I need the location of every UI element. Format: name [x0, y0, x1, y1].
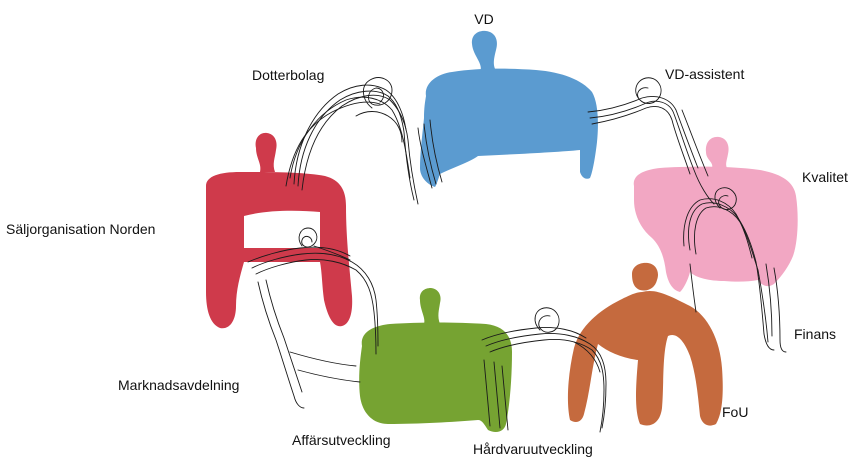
figure-saljorganisation	[206, 132, 353, 329]
label-marknadsavdelning: Marknadsavdelning	[118, 377, 239, 393]
figure-kvalitet-body	[633, 166, 798, 292]
label-affarsutveckling: Affärsutveckling	[292, 432, 391, 448]
figure-vd	[420, 30, 598, 187]
figure-affarsutveckling	[359, 288, 512, 432]
figure-affarsutveckling-body	[359, 322, 512, 432]
chair-marknadsavdelning	[247, 227, 379, 409]
label-dotterbolag: Dotterbolag	[252, 67, 324, 83]
figure-saljorganisation-body	[206, 172, 353, 329]
chair-kvalitet-finans	[683, 187, 787, 353]
figure-vd-body	[420, 68, 598, 187]
figure-affarsutveckling-head	[419, 288, 441, 324]
figure-fou-body	[567, 290, 723, 426]
chair-hardvaruutveckling	[481, 307, 607, 433]
figure-vd-head	[471, 30, 497, 72]
figure-fou	[567, 262, 723, 426]
figure-kvalitet	[633, 136, 798, 292]
labels: VD VD-assistent Kvalitet Finans FoU Hård…	[6, 11, 848, 457]
figure-kvalitet-head	[705, 136, 729, 168]
label-hardvaruutveckling: Hårdvaruutveckling	[473, 441, 593, 457]
figure-saljorganisation-head	[255, 132, 277, 172]
label-finans: Finans	[794, 326, 836, 342]
chair-vd-assistent	[587, 77, 715, 205]
label-saljorganisation-norden: Säljorganisation Norden	[6, 221, 155, 237]
label-kvalitet: Kvalitet	[802, 169, 848, 185]
chair-dotterbolag	[285, 77, 443, 205]
label-vd: VD	[474, 11, 493, 27]
label-vd-assistent: VD-assistent	[665, 66, 744, 82]
label-fou: FoU	[722, 404, 748, 420]
figure-fou-head	[632, 262, 658, 291]
chair-scribbles	[247, 77, 787, 433]
